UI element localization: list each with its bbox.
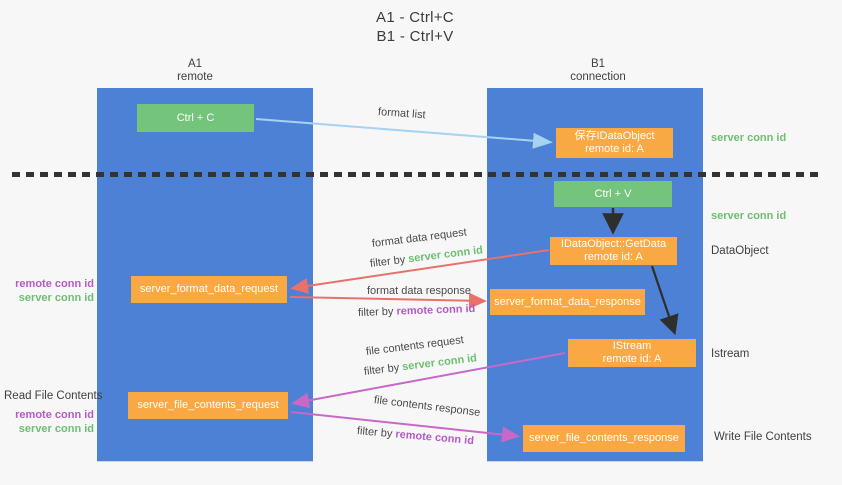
remote-conn-id-left-file-label: remote conn id <box>15 409 94 421</box>
istream-line2: remote id: A <box>602 353 662 365</box>
read-file-contents-label: Read File Contents <box>4 390 103 402</box>
filter-by-remote-conn-id-label-file: filter by remote conn id <box>356 425 474 447</box>
server-conn-id-text: server conn id <box>401 352 478 374</box>
server-conn-id-right-top-label: server conn id <box>711 132 787 144</box>
save-idataobject-line1: 保存IDataObject <box>574 130 655 142</box>
format-data-response-arrow <box>289 292 487 309</box>
istream-node: IStream remote id: A <box>568 339 696 367</box>
diagram-title-line1: A1 - Ctrl+C <box>376 9 454 26</box>
format-data-request-label: format data request <box>371 226 468 250</box>
istream-side-label: Istream <box>711 348 750 360</box>
server-conn-id-left-format-label: server conn id <box>18 292 94 304</box>
server-format-data-response-node: server_format_data_response <box>490 289 645 315</box>
dataobject-label: DataObject <box>711 245 769 257</box>
lane-a1-header: A1 remote <box>135 58 255 84</box>
server-conn-id-left-file-label: server conn id <box>18 423 94 435</box>
lane-a1-role: remote <box>177 71 213 83</box>
phase-divider-dashed-line <box>12 172 823 177</box>
file-contents-response-label: file contents response <box>373 394 481 419</box>
write-file-contents-label: Write File Contents <box>714 431 812 443</box>
diagram-title-line2: B1 - Ctrl+V <box>376 28 454 45</box>
server-file-contents-response-node: server_file_contents_response <box>523 425 685 452</box>
server-file-contents-request-node: server_file_contents_request <box>128 392 288 419</box>
ctrl-v-node: Ctrl + V <box>554 181 672 207</box>
lane-a1-id: A1 <box>187 58 203 70</box>
server-format-data-response-label: server_format_data_response <box>494 295 641 308</box>
format-data-response-label: format data response <box>367 285 471 297</box>
server-format-data-request-label: server_format_data_request <box>139 283 279 295</box>
filter-by-text: filter by <box>369 253 409 270</box>
server-conn-id-right-mid-label: server conn id <box>711 210 787 222</box>
format-list-label: format list <box>377 106 426 122</box>
save-idataobject-line2: remote id: A <box>585 143 644 155</box>
remote-conn-id-left-format-label: remote conn id <box>15 278 94 290</box>
getdata-line2: remote id: A <box>584 251 643 263</box>
filter-by-text: filter by <box>363 361 403 378</box>
filter-by-text: filter by <box>357 305 397 319</box>
server-conn-id-text: server conn id <box>407 244 484 266</box>
save-idataobject-node: 保存IDataObject remote id: A <box>556 128 673 158</box>
server-file-contents-response-label: server_file_contents_response <box>529 432 679 444</box>
lane-b1-role: connection <box>570 71 626 83</box>
ctrl-c-label: Ctrl + C <box>176 111 215 124</box>
remote-conn-id-text: remote conn id <box>394 428 475 448</box>
istream-line1: IStream <box>612 340 652 352</box>
ctrl-v-label: Ctrl + V <box>594 187 632 200</box>
filter-by-text: filter by <box>356 425 396 441</box>
getdata-node: IDataObject::GetData remote id: A <box>550 237 677 265</box>
filter-by-remote-conn-id-label-format: filter by remote conn id <box>358 303 476 319</box>
lane-b1-id: B1 <box>590 58 606 70</box>
server-format-data-request-node: server_format_data_request <box>131 276 287 303</box>
getdata-line1: IDataObject::GetData <box>560 238 667 250</box>
lane-b1-header: B1 connection <box>538 58 658 84</box>
ctrl-c-node: Ctrl + C <box>137 104 254 132</box>
remote-conn-id-text: remote conn id <box>396 302 476 318</box>
server-file-contents-request-label: server_file_contents_request <box>137 399 279 411</box>
